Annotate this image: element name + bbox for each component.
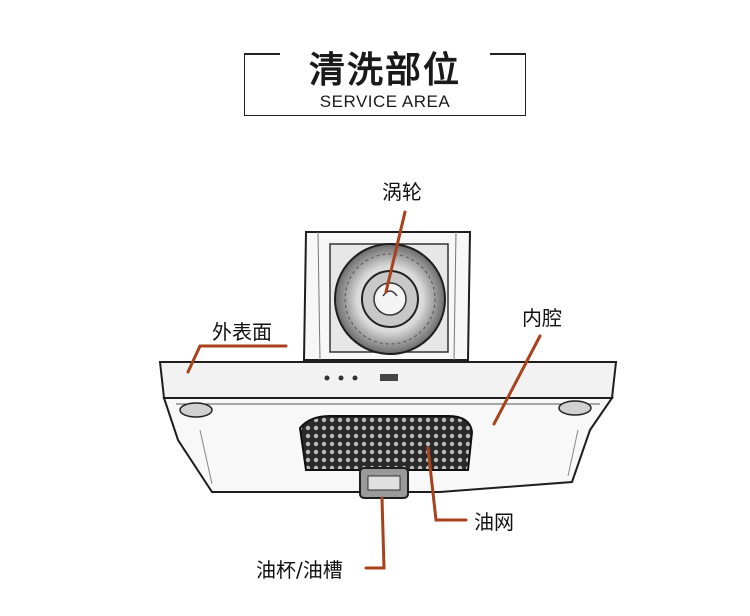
label-exterior: 外表面 (212, 320, 272, 344)
leader-line-oil-cup (366, 498, 384, 568)
oil-mesh-panel (300, 416, 472, 470)
label-oil-mesh: 油网 (474, 510, 514, 534)
label-oil-cup: 油杯/油槽 (256, 558, 343, 582)
label-turbine: 涡轮 (382, 180, 422, 204)
turbine-fan (335, 244, 445, 354)
oil-cup-part (360, 468, 408, 498)
label-inner-cavity: 内腔 (522, 306, 562, 330)
